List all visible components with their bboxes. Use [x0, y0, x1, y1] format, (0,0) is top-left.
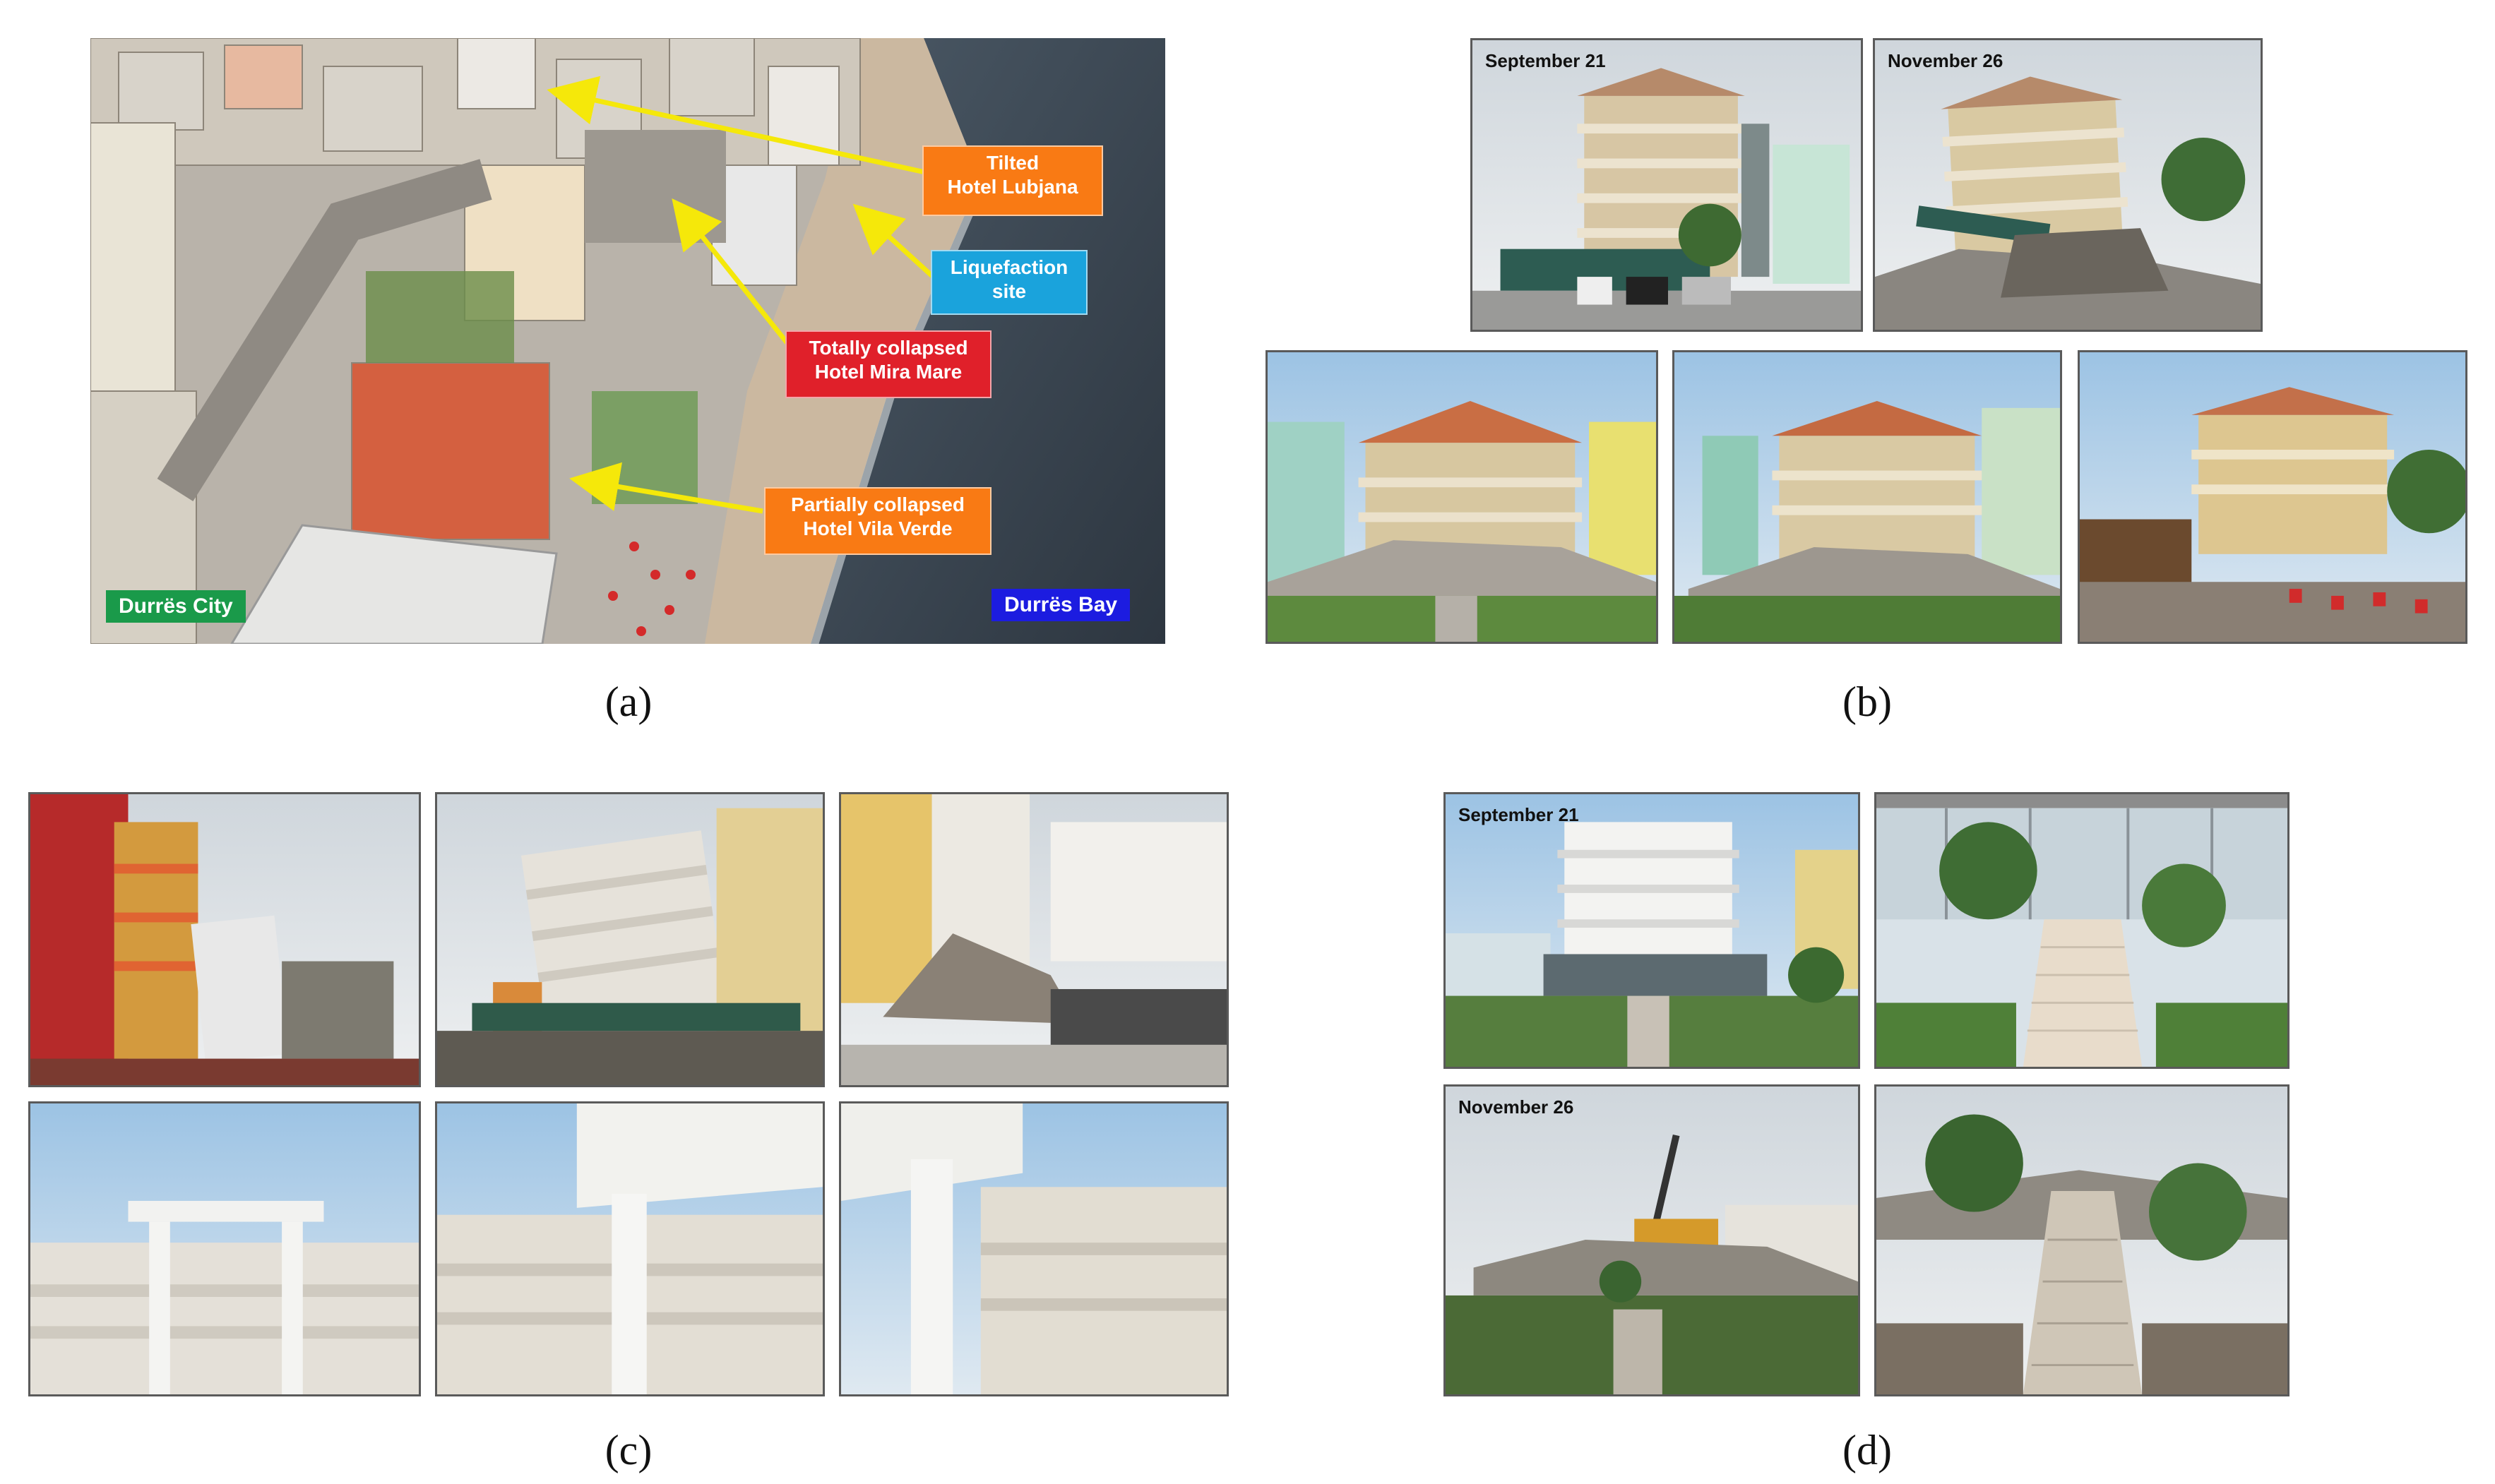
- date-label-before: September 21: [1485, 50, 1606, 71]
- photo-b-after: November 26: [1873, 38, 2263, 332]
- label-durres-city: Durrës City: [106, 590, 246, 623]
- photo-b-1: [1266, 350, 1658, 644]
- callout-tilted-hotel: Tilted Hotel Lubjana: [922, 145, 1103, 216]
- date-label-d-after: November 26: [1458, 1096, 1574, 1118]
- caption-b: (b): [1842, 678, 1892, 725]
- label-durres-bay: Durrës Bay: [992, 589, 1131, 621]
- photo-c-6: [839, 1101, 1229, 1396]
- date-label-after: November 26: [1888, 50, 2003, 71]
- photo-c-4: [28, 1101, 421, 1396]
- date-label-d-before: September 21: [1458, 804, 1579, 825]
- photo-d-before-stairs: [1874, 792, 2289, 1069]
- aerial-photo: [90, 38, 1165, 644]
- photo-d-after-wide: November 26: [1443, 1084, 1860, 1396]
- photo-c-2: [435, 792, 825, 1087]
- photo-c-3: [839, 792, 1229, 1087]
- photo-d-before-wide: September 21: [1443, 792, 1860, 1069]
- caption-a: (a): [605, 678, 653, 725]
- photo-c-5: [435, 1101, 825, 1396]
- caption-c: (c): [605, 1427, 653, 1473]
- photo-b-2: [1672, 350, 2062, 644]
- caption-d: (d): [1842, 1427, 1892, 1473]
- callout-collapsed-hotel: Totally collapsed Hotel Mira Mare: [785, 330, 992, 398]
- callout-partial-hotel: Partially collapsed Hotel Vila Verde: [764, 487, 992, 555]
- photo-b-3: [2078, 350, 2467, 644]
- photo-d-after-stairs: [1874, 1084, 2289, 1396]
- callout-liquefaction: Liquefaction site: [931, 250, 1088, 315]
- photo-b-before: September 21: [1470, 38, 1863, 332]
- photo-c-1: [28, 792, 421, 1087]
